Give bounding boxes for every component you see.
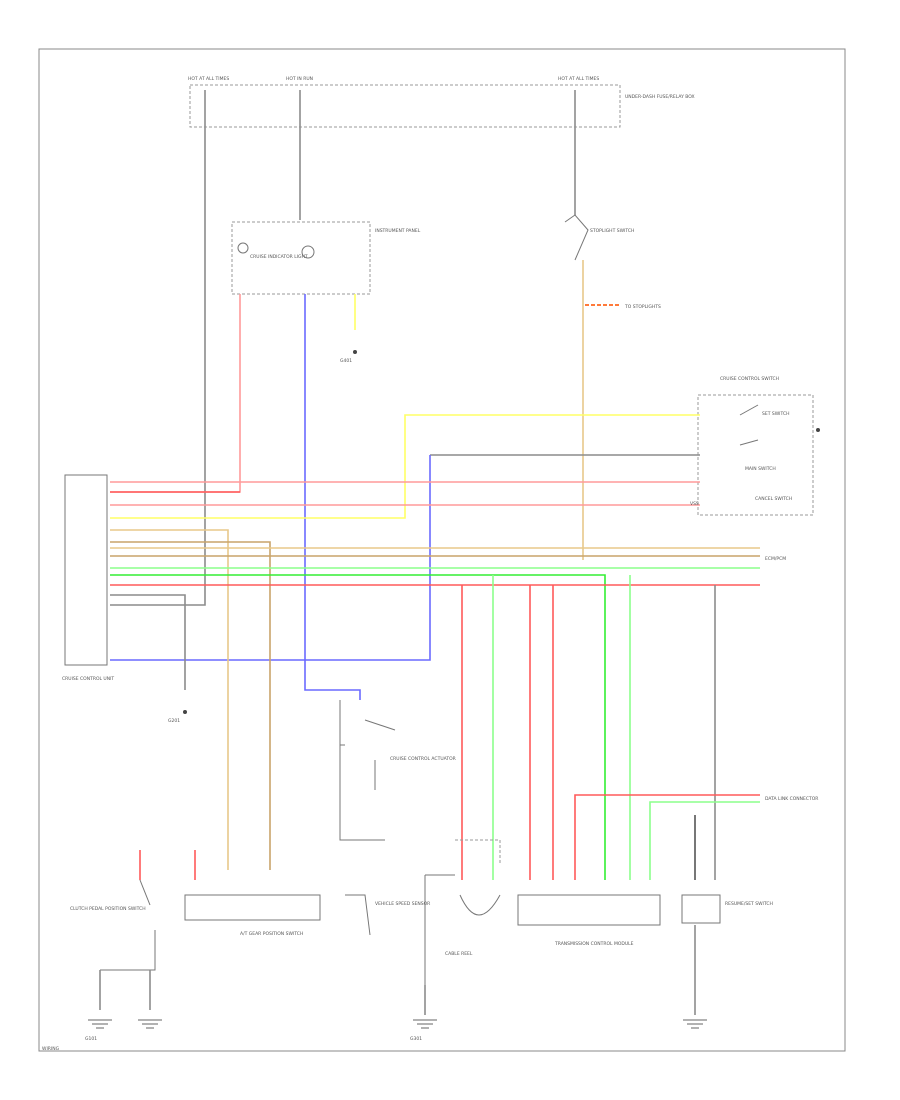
actuator-circuit: CRUISE CONTROL ACTUATOR bbox=[339, 700, 456, 841]
tcm-label: TRANSMISSION CONTROL MODULE bbox=[554, 941, 634, 947]
cruise-control-switch-label: CRUISE CONTROL SWITCH bbox=[720, 376, 779, 382]
data-link-label: DATA LINK CONNECTOR bbox=[765, 796, 818, 802]
ground-g301: G301 bbox=[410, 1019, 437, 1042]
clutch-switch: CLUTCH PEDAL POSITION SWITCH bbox=[70, 850, 196, 1010]
diagram-frame bbox=[38, 48, 846, 1052]
g201-label: G201 bbox=[168, 718, 180, 724]
cable-reel: CABLE REEL bbox=[424, 839, 501, 985]
cruise-indicator-label: CRUISE INDICATOR LIGHT bbox=[250, 254, 308, 260]
vss-label: VEHICLE SPEED SENSOR bbox=[375, 901, 430, 907]
tcm: TRANSMISSION CONTROL MODULE bbox=[517, 894, 661, 947]
fuse-a: HOT AT ALL TIMES bbox=[188, 76, 621, 128]
g301-label: G301 bbox=[410, 1036, 422, 1042]
resume-set: RESUME/SET SWITCH bbox=[681, 894, 773, 924]
instrument-panel-label: INSTRUMENT PANEL bbox=[375, 228, 421, 234]
stoplight-switch: STOPLIGHT SWITCH TO STOPLIGHTS bbox=[564, 214, 661, 310]
to-stoplights-label: TO STOPLIGHTS bbox=[624, 304, 661, 310]
fuse-c-label: HOT AT ALL TIMES bbox=[558, 76, 599, 82]
shift-lock-label: A/T GEAR POSITION SWITCH bbox=[240, 931, 303, 937]
cruise-control-unit: CRUISE CONTROL UNIT bbox=[62, 474, 114, 682]
actuator-label: CRUISE CONTROL ACTUATOR bbox=[390, 756, 456, 762]
under-dash-box-label: UNDER-DASH FUSE/RELAY BOX bbox=[625, 94, 695, 100]
cable-reel-label: CABLE REEL bbox=[445, 951, 473, 957]
vss-sensor: VEHICLE SPEED SENSOR bbox=[345, 894, 430, 936]
stoplight-switch-label: STOPLIGHT SWITCH bbox=[590, 228, 634, 234]
instrument-panel: INSTRUMENT PANEL CRUISE INDICATOR LIGHT bbox=[231, 221, 421, 295]
g401-label: G401 bbox=[340, 358, 352, 364]
fuse-b-label: HOT IN RUN bbox=[286, 76, 313, 82]
cancel-switch-label: CANCEL SWITCH bbox=[755, 496, 792, 502]
cruise-control-switch: CRUISE CONTROL SWITCH SET SWITCH MAIN SW… bbox=[697, 376, 820, 516]
shift-lock: A/T GEAR POSITION SWITCH bbox=[184, 894, 321, 937]
fuse-a-label: HOT AT ALL TIMES bbox=[188, 76, 229, 82]
vss-out-label: VSS bbox=[690, 501, 699, 507]
ecm-pcm-label: ECM/PCM bbox=[765, 556, 786, 562]
ground-g101: G101 bbox=[85, 1019, 112, 1042]
fuse-b: HOT IN RUN bbox=[286, 76, 313, 125]
set-switch-label: SET SWITCH bbox=[762, 411, 790, 417]
resume-set-label: RESUME/SET SWITCH bbox=[725, 901, 773, 907]
footer-label: WIRING bbox=[42, 1046, 60, 1052]
cruise-control-unit-label: CRUISE CONTROL UNIT bbox=[62, 676, 114, 682]
main-switch-label: MAIN SWITCH bbox=[745, 466, 776, 472]
clutch-switch-label: CLUTCH PEDAL POSITION SWITCH bbox=[70, 906, 146, 912]
fuse-c: HOT AT ALL TIMES UNDER-DASH FUSE/RELAY B… bbox=[558, 76, 695, 125]
g101-label: G101 bbox=[85, 1036, 97, 1042]
